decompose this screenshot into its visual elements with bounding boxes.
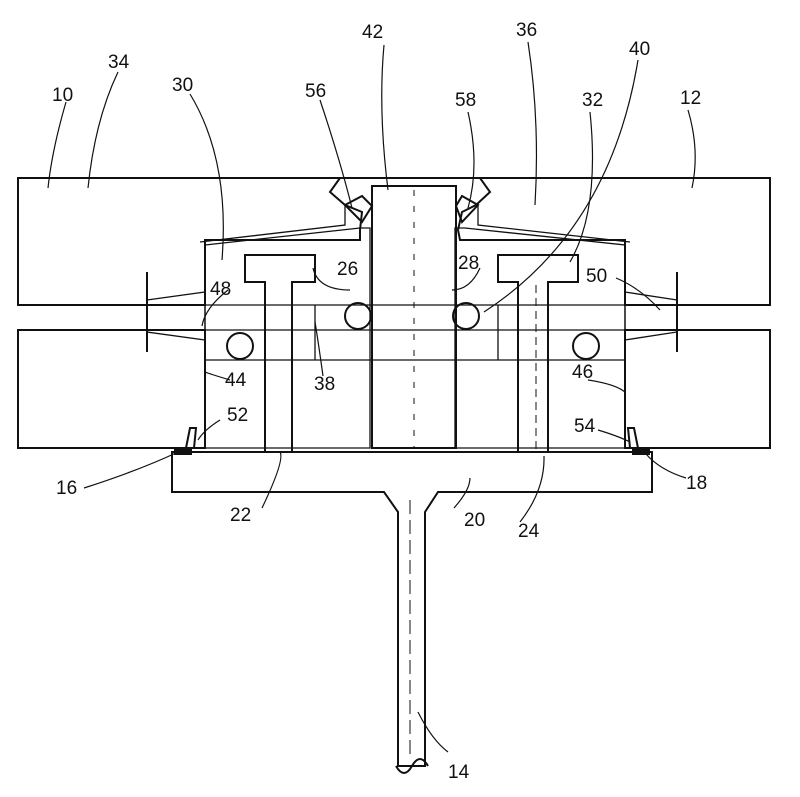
ref-16: 16: [56, 478, 77, 499]
ref-56: 56: [305, 81, 326, 102]
reference-numerals: 10 34 30 56 42 58 36 40 32 12 26 28 48 5…: [52, 20, 707, 783]
ref-12: 12: [680, 88, 701, 109]
ref-58: 58: [455, 90, 476, 111]
ref-30: 30: [172, 75, 193, 96]
clip-right: [626, 427, 639, 449]
ref-14: 14: [448, 762, 470, 783]
rail: [171, 451, 653, 774]
dowel-right: [624, 272, 678, 352]
ref-26: 26: [337, 259, 358, 280]
dowel-left: [146, 272, 206, 352]
ref-50: 50: [586, 266, 607, 287]
ref-34: 34: [108, 52, 130, 73]
ref-40: 40: [629, 39, 650, 60]
ref-38: 38: [314, 374, 335, 395]
bolt-left: [244, 254, 316, 453]
clip-left: [185, 427, 198, 449]
wedge-right: [454, 194, 480, 224]
ref-24: 24: [518, 521, 540, 542]
ref-22: 22: [230, 505, 251, 526]
ref-18: 18: [686, 473, 707, 494]
left-slab: [17, 177, 364, 449]
ref-48: 48: [210, 279, 231, 300]
seat-right: [632, 448, 650, 455]
ref-42: 42: [362, 22, 383, 43]
right-slab: [456, 177, 771, 449]
ref-20: 20: [464, 510, 485, 531]
seals: [226, 302, 600, 360]
ref-28: 28: [458, 253, 479, 274]
bolt-right: [497, 254, 579, 453]
ref-54: 54: [574, 416, 596, 437]
seat-left: [174, 448, 192, 455]
leader-lines: [47, 41, 696, 753]
ref-44: 44: [225, 370, 247, 391]
ref-10: 10: [52, 85, 73, 106]
ref-52: 52: [227, 405, 248, 426]
ref-32: 32: [582, 90, 603, 111]
ref-36: 36: [516, 20, 537, 41]
ref-46: 46: [572, 362, 593, 383]
wedge-left: [343, 194, 374, 224]
